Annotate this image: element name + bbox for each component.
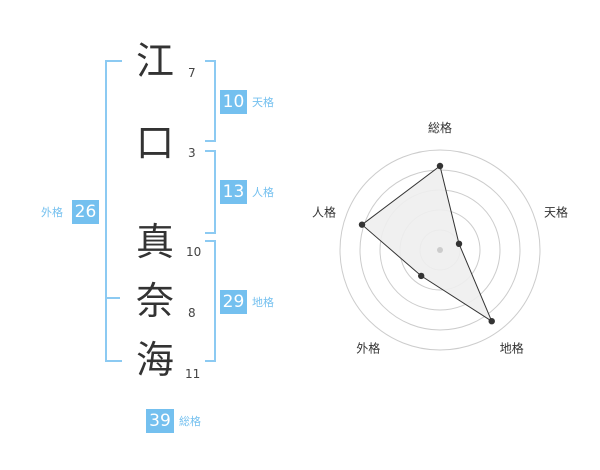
chikaku-value-box: 29 xyxy=(220,290,247,314)
radar-point-3 xyxy=(488,317,495,325)
stroke-count-4: 8 xyxy=(188,306,196,320)
radar-axis-label-4: 外格 xyxy=(356,341,380,356)
gaikaku-bracket-tick xyxy=(107,297,120,299)
stroke-count-2: 3 xyxy=(188,146,196,160)
stroke-count-3: 10 xyxy=(186,245,202,259)
chikaku-label: 地格 xyxy=(252,296,274,309)
name-char-3: 真 xyxy=(135,220,174,264)
stroke-count-1: 7 xyxy=(188,66,196,80)
soukaku-value-box: 39 xyxy=(146,409,174,433)
radar-axis-label-3: 地格 xyxy=(500,341,524,356)
name-char-1: 江 xyxy=(135,39,174,83)
radar-point-5 xyxy=(358,221,366,228)
jinkaku-bracket xyxy=(205,150,216,234)
soukaku-label: 総格 xyxy=(179,415,201,428)
gaikaku-value-box: 26 xyxy=(72,200,99,224)
radar-axis-label-1: 総格 xyxy=(428,120,452,135)
tenkaku-label: 天格 xyxy=(252,96,274,109)
radar-point-1 xyxy=(436,162,444,170)
radar-center-dot xyxy=(437,247,443,253)
jinkaku-label: 人格 xyxy=(252,186,274,199)
chikaku-bracket xyxy=(205,240,216,362)
tenkaku-value-box: 10 xyxy=(220,90,247,114)
name-char-4: 奈 xyxy=(135,279,174,323)
radar-series-area xyxy=(361,165,493,323)
radar-point-2 xyxy=(455,240,463,248)
radar-axis-label-2: 天格 xyxy=(544,204,568,219)
tenkaku-bracket xyxy=(205,60,216,142)
radar-point-4 xyxy=(417,272,425,280)
name-char-5: 海 xyxy=(135,338,174,382)
radar-axis-label-5: 人格 xyxy=(312,204,336,219)
gaikaku-bracket xyxy=(105,60,122,362)
name-char-2: 口 xyxy=(135,121,174,165)
jinkaku-value-box: 13 xyxy=(220,180,247,204)
stroke-count-5: 11 xyxy=(185,367,201,381)
gaikaku-label: 外格 xyxy=(41,206,63,219)
radar-grid-ring xyxy=(339,149,541,351)
